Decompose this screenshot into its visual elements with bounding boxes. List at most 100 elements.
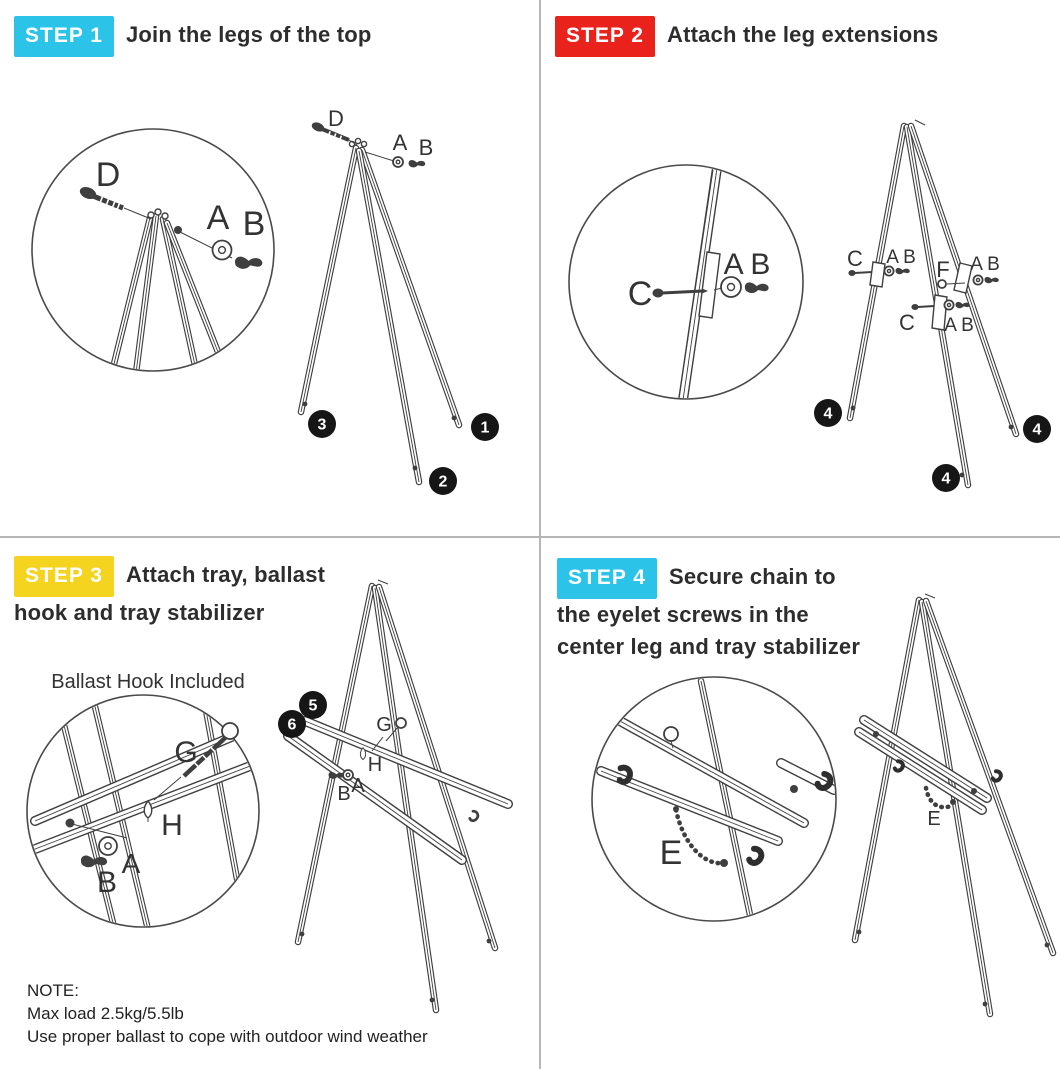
part-label-bolt: C (899, 310, 915, 335)
vertical-divider (539, 0, 541, 1069)
svg-text:4: 4 (942, 471, 951, 488)
screw-icon (79, 186, 152, 220)
svg-text:6: 6 (288, 717, 297, 734)
bolt-hole-dot (65, 818, 75, 828)
note-line1: Max load 2.5kg/5.5lb (27, 1004, 184, 1023)
bolt-icon (911, 304, 935, 310)
wingnut-icon (328, 771, 345, 779)
svg-text:2: 2 (439, 474, 448, 491)
part-label-chain: E (927, 808, 940, 830)
wingnut-icon (744, 282, 769, 294)
part-label-washer-wingnut: A B (944, 315, 974, 336)
step2-tripod-drawing (846, 119, 1020, 489)
note-line2: Use proper ballast to cope with outdoor … (27, 1027, 428, 1046)
leg-badge-4-center: 4 (932, 464, 960, 492)
step4-title-line3: center leg and tray stabilizer (557, 634, 861, 659)
svg-text:1: 1 (481, 420, 490, 437)
leg-badge-4-left: 4 (814, 399, 842, 427)
bolt-icon (652, 288, 708, 298)
wingnut-icon (408, 159, 426, 168)
step4-badge: STEP 4 (557, 558, 657, 599)
step1-header: STEP 1 Join the legs of the top (14, 16, 372, 57)
part-label-wingnut: B (419, 135, 434, 160)
part-label-screw: D (96, 156, 121, 194)
step2-badge: STEP 2 (555, 16, 655, 57)
part-label-washer-wingnut: A B (970, 254, 1000, 275)
hook-icon (990, 769, 1003, 783)
part-label-knob: F (936, 257, 949, 282)
step3-section: STEP 3 Attach tray, ballast hook and tray… (0, 538, 539, 1069)
step1-illustration: D A B (31, 106, 499, 495)
washer-icon (883, 265, 895, 277)
part-label-eyelet-screw: G (174, 736, 197, 769)
step1-badge: STEP 1 (14, 16, 114, 57)
step3-badge: STEP 3 (14, 556, 114, 597)
part-label-bolt: C (847, 246, 863, 271)
step1-section: STEP 1 Join the legs of the top (0, 0, 539, 536)
washer-icon (98, 836, 118, 856)
step4-detail-circle (591, 676, 837, 922)
step4-easel-drawing (851, 593, 1057, 1018)
part-label-eyelet-screw: G (376, 714, 392, 736)
wingnut-icon (234, 256, 263, 269)
part-label-wingnut: B (337, 783, 350, 805)
ballast-hook-icon (359, 746, 367, 761)
step3-title-line1: Attach tray, ballast (125, 562, 326, 587)
step2-title: Attach the leg extensions (666, 22, 939, 47)
eyelet-screw-icon (663, 726, 679, 749)
hook-icon (814, 770, 834, 791)
step1-detail-legs-drawing (108, 212, 222, 370)
step3-title-line2: hook and tray stabilizer (14, 600, 265, 625)
leg-badge-4-front: 4 (1023, 415, 1051, 443)
washer-icon (972, 274, 984, 286)
step2-section: STEP 2 Attach the leg extensions C (541, 0, 1060, 536)
hook-icon (468, 809, 480, 822)
screw-icon (311, 122, 358, 146)
step1-tripod-drawing (297, 137, 463, 486)
step2-illustration: C A B (568, 119, 1051, 492)
leg-extension-plate (698, 251, 721, 319)
svg-text:5: 5 (309, 698, 318, 715)
part-label-chain: E (660, 834, 683, 872)
step4-illustration: E E (591, 593, 1057, 1018)
washer-icon (342, 769, 354, 781)
wingnut-icon (80, 855, 108, 868)
chain-icon (673, 807, 728, 866)
part-badge-5: 5 (299, 691, 327, 719)
knob-icon (937, 279, 966, 289)
wingnut-icon (984, 276, 999, 284)
eyelet-screw-icon (153, 722, 239, 801)
step3-header: STEP 3 Attach tray, ballast hook and tray… (14, 556, 374, 629)
leg-badge-1: 1 (471, 413, 499, 441)
leg-badge-2: 2 (429, 467, 457, 495)
svg-text:3: 3 (318, 417, 327, 434)
hook-icon (746, 845, 765, 866)
bolt-icon (848, 270, 873, 276)
leg-badge-3: 3 (308, 410, 336, 438)
part-label-wingnut: B (243, 205, 266, 243)
part-label-washer: A (351, 775, 365, 797)
step1-title: Join the legs of the top (125, 22, 372, 47)
part-label-washer: A (207, 199, 230, 237)
washer-icon (392, 156, 404, 168)
step2-detail-circle (568, 164, 804, 400)
washer-icon (720, 276, 742, 298)
part-label-ballast-hook: H (161, 809, 183, 842)
part-badge-6: 6 (278, 710, 306, 738)
step2-detail-leg-drawing (678, 166, 722, 398)
svg-text:4: 4 (824, 406, 833, 423)
note-heading: NOTE: (27, 981, 79, 1000)
part-label-bolt: C (628, 275, 653, 313)
step3-illustration: Ballast Hook Included G (26, 579, 513, 1014)
eyelet-screw-icon (371, 717, 407, 752)
part-label-ballast-hook: H (368, 754, 382, 776)
part-label-wingnut: B (97, 866, 117, 899)
part-label-washer: A (122, 848, 141, 879)
hook-icon (892, 759, 905, 773)
step4-title-line2: the eyelet screws in the (557, 602, 809, 627)
washer-icon (943, 299, 955, 311)
horizontal-divider (0, 536, 1060, 538)
